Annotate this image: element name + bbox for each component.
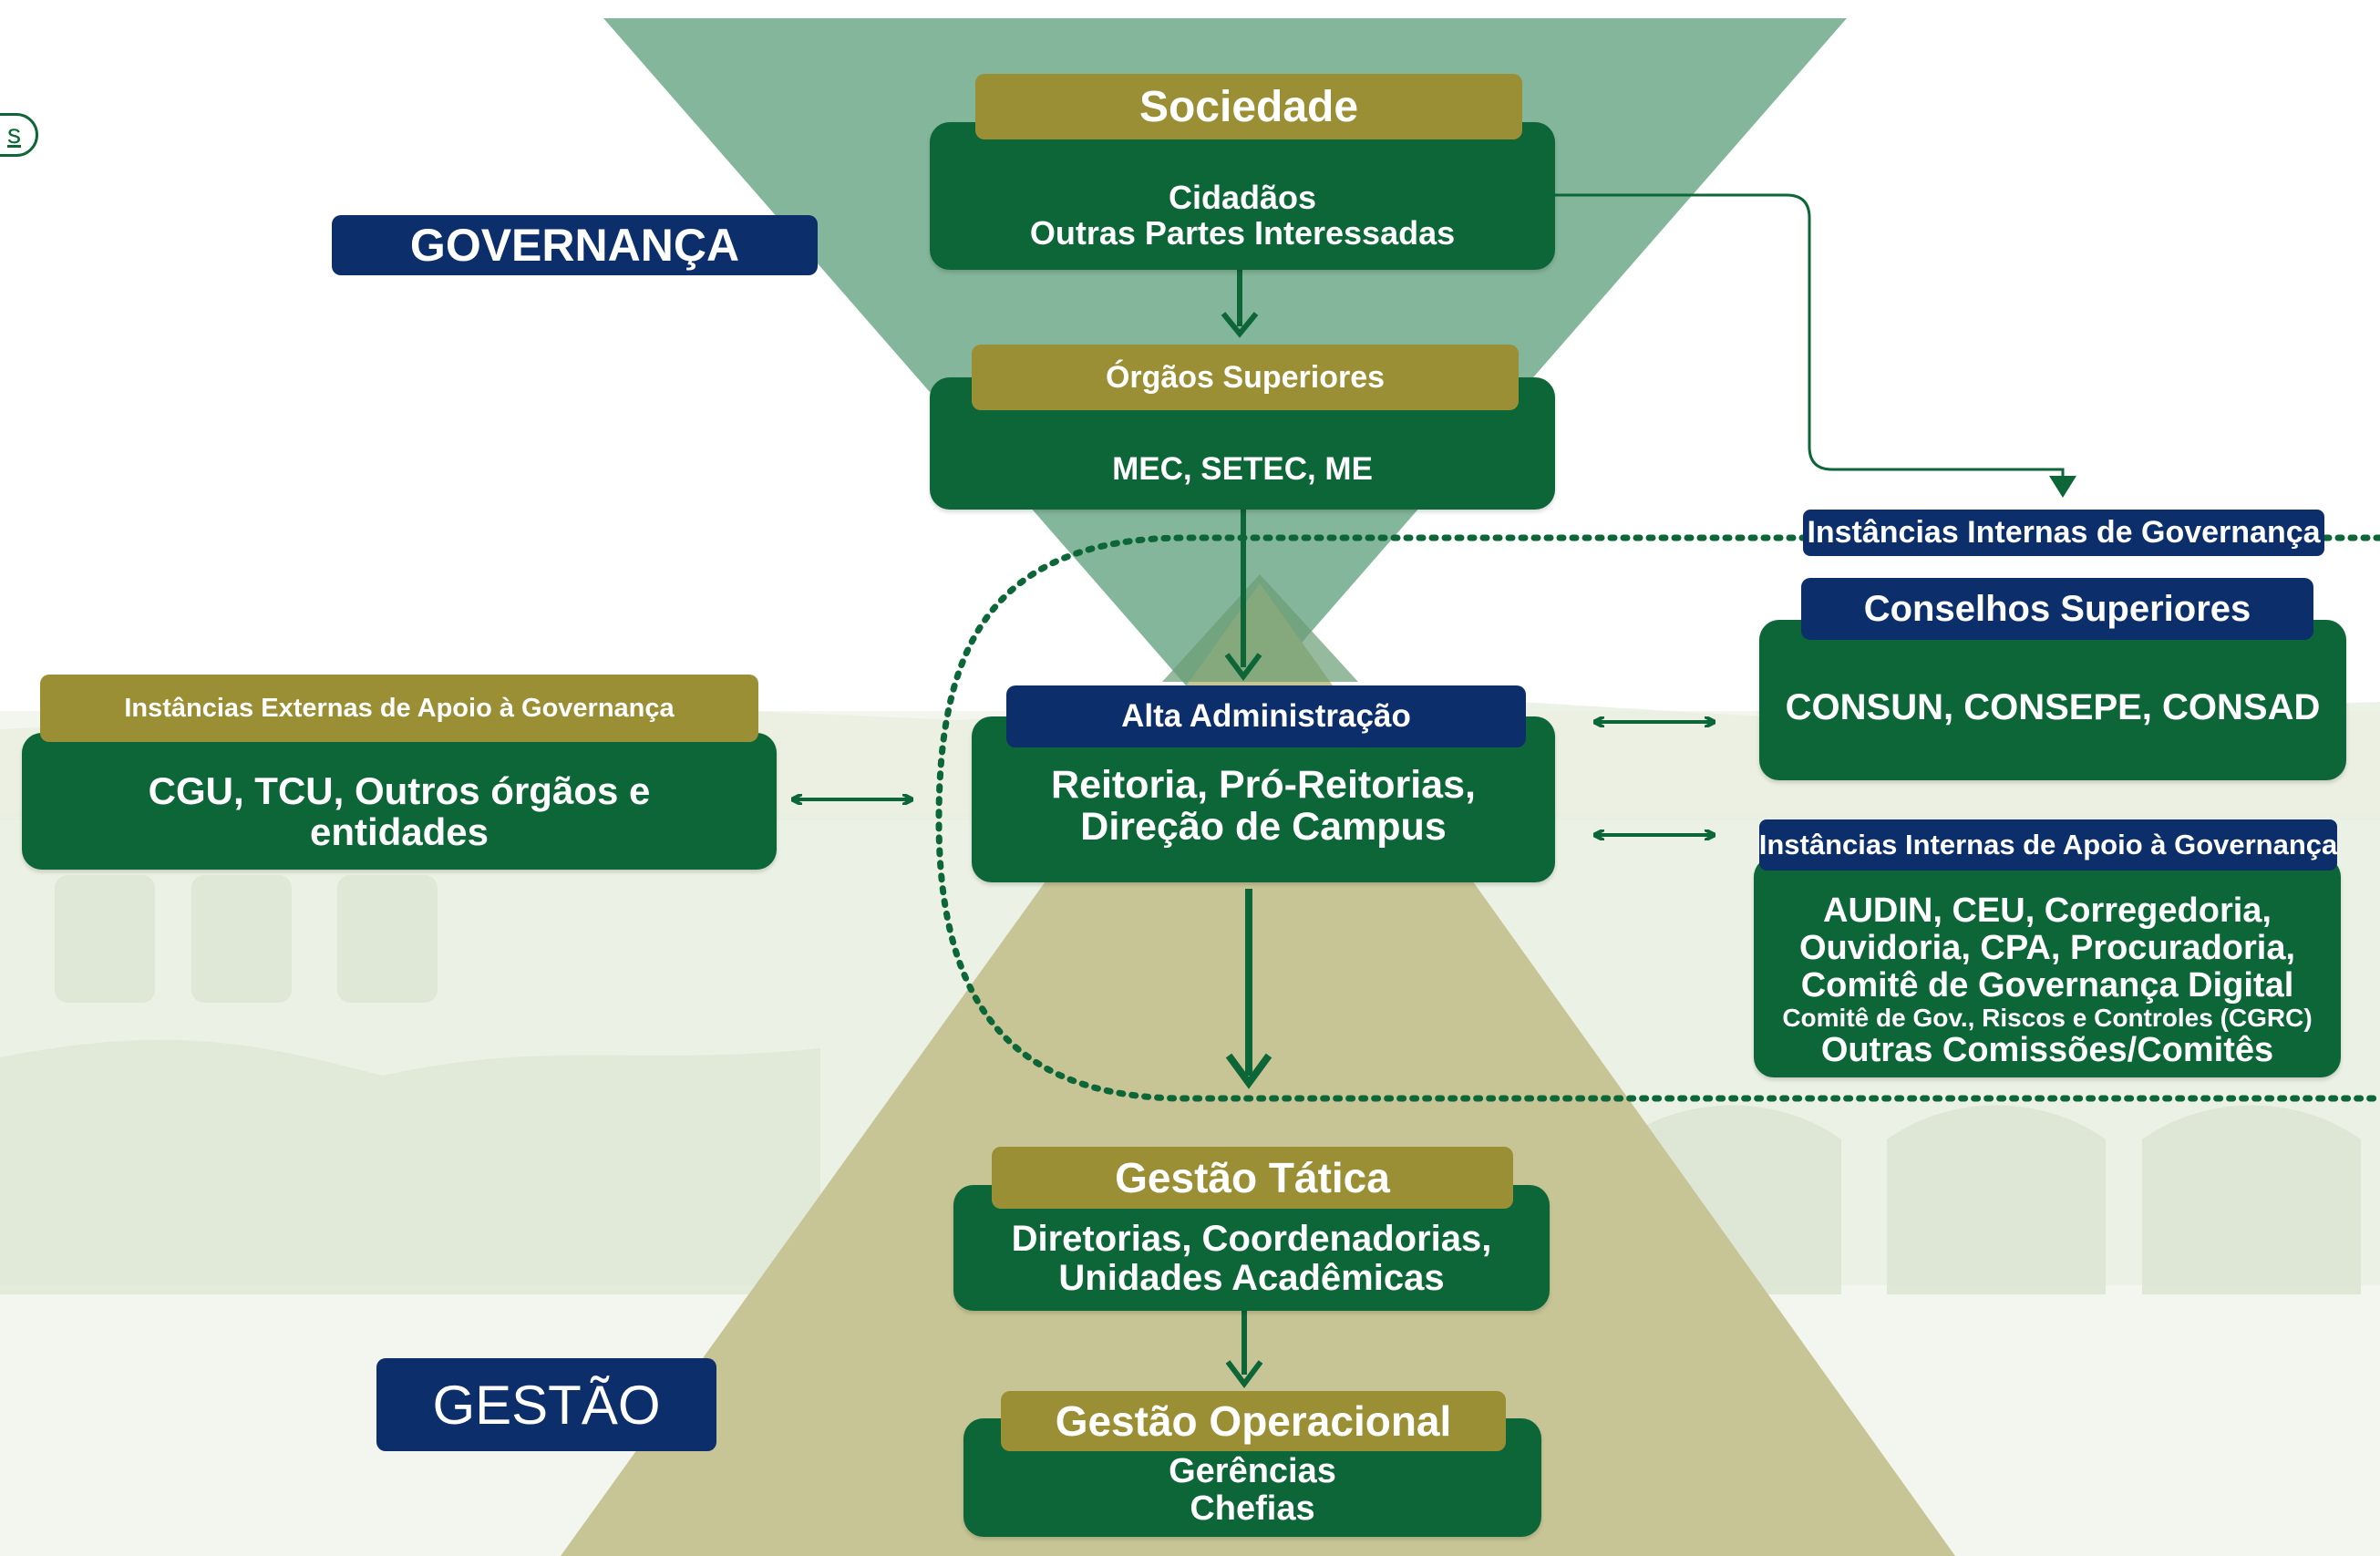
dotted-internal-boundary [935, 534, 2380, 1102]
conselhos-superiores-title: Conselhos Superiores [1801, 578, 2313, 640]
apoio-interno-line-4: Comitê de Gov., Riscos e Controles (CGRC… [1782, 1003, 2313, 1032]
arrow-orgaos-to-alta [1224, 509, 1262, 681]
instancias-internas-title: Instâncias Internas de Governança [1803, 510, 2324, 556]
gestao-operacional-line-1: Gerências [1169, 1451, 1336, 1490]
instancias-externas-title: Instâncias Externas de Apoio à Governanç… [40, 675, 758, 742]
corner-link-label[interactable]: s [7, 119, 21, 149]
apoio-interno-line-3: Comitê de Governança Digital [1800, 965, 2294, 1005]
instancias-externas-line-2: entidades [309, 810, 489, 853]
conselhos-superiores-body: CONSUN, CONSEPE, CONSAD [1785, 687, 2321, 728]
sociedade-line-1: Cidadãos [1168, 179, 1317, 217]
arrow-tatica-to-operacional [1225, 1311, 1263, 1388]
apoio-interno-line-2: Ouvidoria, CPA, Procuradoria, [1798, 928, 2296, 967]
arrow-sociedade-to-instancias-internas [1553, 193, 2076, 498]
sociedade-box: Cidadãos Outras Partes Interessadas [930, 122, 1555, 270]
apoio-interno-box: AUDIN, CEU, Corregedoria, Ouvidoria, CPA… [1754, 857, 2341, 1077]
gestao-operacional-title: Gestão Operacional [1001, 1391, 1506, 1451]
alta-administracao-title: Alta Administração [1006, 685, 1526, 747]
gestao-label: GESTÃO [376, 1358, 716, 1451]
alta-administracao-line-1: Reitoria, Pró-Reitorias, [1051, 762, 1476, 807]
alta-administracao-line-2: Direção de Campus [1080, 805, 1447, 849]
gestao-tatica-line-2: Unidades Acadêmicas [1058, 1258, 1445, 1298]
gestao-tatica-title: Gestão Tática [992, 1147, 1513, 1209]
conselhos-superiores-box: CONSUN, CONSEPE, CONSAD [1759, 620, 2346, 780]
arrow-alta-to-tatica [1225, 889, 1272, 1089]
sociedade-line-2: Outras Partes Interessadas [1029, 214, 1456, 252]
gestao-operacional-line-2: Chefias [1190, 1489, 1315, 1528]
sociedade-title: Sociedade [975, 74, 1522, 139]
corner-link[interactable]: s [0, 113, 38, 157]
apoio-interno-line-5: Outras Comissões/Comitês [1820, 1031, 2274, 1070]
overlap-shade [1162, 574, 1358, 682]
arrow-sociedade-to-orgaos [1221, 270, 1259, 338]
instancias-externas-line-1: CGU, TCU, Outros órgãos e [148, 768, 651, 812]
orgaos-superiores-body: MEC, SETEC, ME [1112, 450, 1373, 487]
apoio-interno-line-1: AUDIN, CEU, Corregedoria, [1823, 891, 2272, 930]
apoio-interno-title: Instâncias Internas de Apoio à Governanç… [1759, 819, 2337, 871]
governanca-label: GOVERNANÇA [332, 215, 818, 275]
orgaos-superiores-title: Órgãos Superiores [972, 345, 1519, 410]
instancias-externas-box: CGU, TCU, Outros órgãos e entidades [22, 733, 777, 870]
gestao-tatica-line-1: Diretorias, Coordenadorias, [1011, 1218, 1492, 1259]
